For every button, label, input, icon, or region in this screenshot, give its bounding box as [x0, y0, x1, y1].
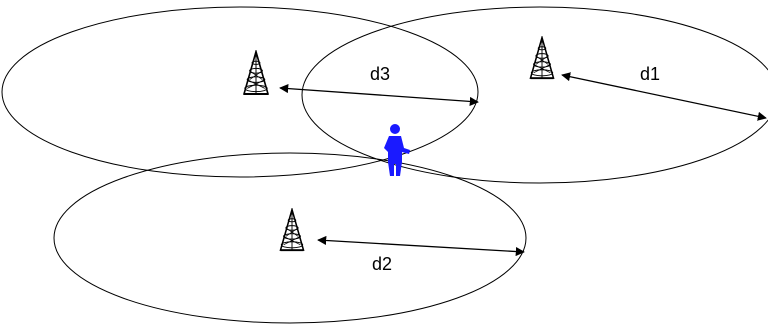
cell-tower-icon	[242, 50, 270, 96]
cell-tower-icon	[529, 36, 555, 80]
distance-arrow-d2	[317, 235, 525, 257]
cell-tower-icon	[279, 208, 305, 252]
distance-label-d2: d2	[372, 254, 392, 274]
distance-label-d1: d1	[640, 64, 660, 84]
coverage-area-2	[53, 152, 527, 324]
distance-arrow-d3	[279, 84, 479, 106]
distance-label-d3: d3	[370, 64, 390, 84]
distance-arrow-d1	[561, 72, 767, 121]
person-icon	[384, 124, 410, 176]
